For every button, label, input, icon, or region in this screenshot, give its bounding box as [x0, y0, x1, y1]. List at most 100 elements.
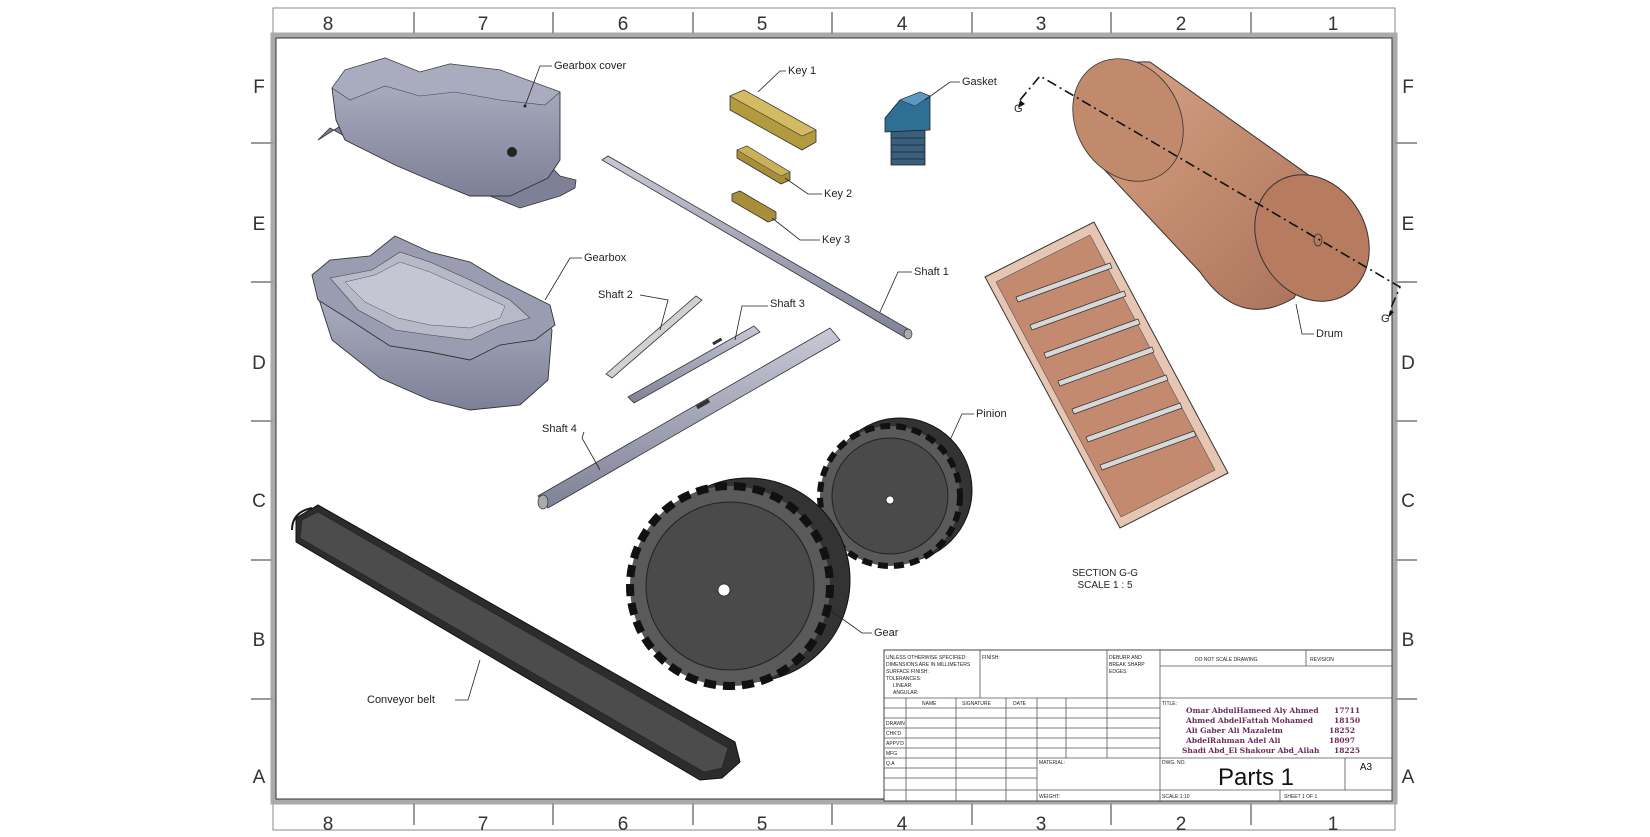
row-label-checked: CHK'D — [886, 731, 902, 737]
zone-row-right-a: A — [1402, 767, 1415, 788]
zone-col-bottom-1: 1 — [1328, 814, 1339, 835]
leader-drum — [1295, 303, 1314, 335]
shaft-1 — [601, 155, 913, 340]
zone-col-bottom-5: 5 — [757, 814, 768, 835]
tolerance-line-2: DIMENSIONS ARE IN MILLIMETERS — [886, 662, 971, 668]
leader-shaft-3 — [734, 305, 768, 341]
row-label-drawn: DRAWN — [886, 721, 905, 727]
zone-col-top-6: 6 — [618, 14, 629, 35]
row-label-qa: Q.A — [886, 761, 895, 767]
tolerance-line-4: TOLERANCES: — [886, 676, 921, 682]
col-header-date: DATE — [1013, 701, 1027, 707]
key-1 — [729, 89, 817, 151]
callout-gasket: Gasket — [962, 76, 997, 88]
zone-col-top-2: 2 — [1176, 14, 1187, 35]
zone-row-left-e: E — [253, 214, 266, 235]
zone-row-left-c: C — [252, 491, 266, 512]
leader-gasket — [924, 81, 960, 101]
callout-key-1: Key 1 — [788, 65, 816, 77]
section-g-g-view — [984, 221, 1229, 529]
gasket — [884, 91, 931, 166]
pinion-gear — [817, 417, 973, 569]
author-name-1: Omar AbdulHameed Aly Ahmed — [1186, 706, 1319, 715]
callout-shaft-4: Shaft 4 — [542, 423, 577, 435]
tolerance-line-6: ANGULAR: — [893, 690, 919, 696]
sheet-label: SHEET 1 OF 1 — [1284, 794, 1317, 800]
zone-row-left-d: D — [252, 353, 266, 374]
sheet-size: A3 — [1360, 762, 1373, 773]
author-list: Omar AbdulHameed Aly Ahmed 17711 Ahmed A… — [1182, 706, 1360, 755]
drawing-title: Parts 1 — [1218, 764, 1294, 791]
author-id-2: 18150 — [1334, 716, 1360, 725]
shaft-2 — [605, 295, 703, 379]
finish-label: FINISH: — [982, 655, 1000, 661]
zone-col-top-1: 1 — [1328, 14, 1339, 35]
scale-label: SCALE:1:10 — [1162, 794, 1190, 800]
zone-col-top-8: 8 — [323, 14, 334, 35]
col-header-name: NAME — [922, 701, 937, 707]
leader-shaft-1 — [879, 271, 912, 313]
leader-pinion — [949, 413, 974, 441]
author-id-1: 17711 — [1334, 706, 1360, 715]
callout-drum: Drum — [1316, 328, 1343, 340]
leader-key-2 — [784, 177, 822, 195]
deburr-line-2: BREAK SHARP — [1109, 662, 1145, 668]
zone-ticks — [251, 12, 1417, 825]
author-id-4: 18097 — [1329, 736, 1355, 745]
sheet-frame — [270, 7, 1398, 831]
zone-labels: 8 7 6 5 4 3 2 1 8 7 6 5 4 3 2 1 F E D C … — [252, 14, 1415, 835]
leader-gear — [829, 609, 872, 634]
author-name-5: Shadi Abd_El Shakour Abd_Allah — [1182, 746, 1320, 755]
zone-row-right-b: B — [1402, 630, 1415, 651]
tolerance-line-5: LINEAR: — [893, 683, 912, 689]
row-label-mfg: MFG — [886, 751, 897, 757]
zone-col-bottom-2: 2 — [1176, 814, 1187, 835]
callout-key-2: Key 2 — [824, 188, 852, 200]
key-2 — [736, 145, 791, 185]
zone-col-top-7: 7 — [478, 14, 489, 35]
zone-col-bottom-4: 4 — [897, 814, 908, 835]
zone-row-left-f: F — [253, 77, 265, 98]
deburr-line-1: DEBURR AND — [1109, 655, 1142, 661]
row-label-approved: APPV'D — [886, 741, 904, 747]
leader-gearbox-cover — [524, 65, 552, 107]
shaft-4 — [537, 327, 841, 510]
author-id-5: 18225 — [1334, 746, 1360, 755]
callout-key-3: Key 3 — [822, 234, 850, 246]
shaft-3 — [627, 325, 761, 404]
section-scale: SCALE 1 : 5 — [1077, 580, 1132, 591]
zone-col-bottom-3: 3 — [1036, 814, 1047, 835]
callout-gearbox-cover: Gearbox cover — [554, 60, 626, 72]
author-id-3: 18252 — [1329, 726, 1355, 735]
leader-shaft-4 — [581, 431, 601, 471]
zone-row-left-a: A — [253, 767, 266, 788]
zone-row-right-c: C — [1401, 491, 1415, 512]
zone-col-bottom-8: 8 — [323, 814, 334, 835]
leader-key-3 — [771, 217, 820, 241]
col-header-signature: SIGNATURE — [962, 701, 991, 707]
author-name-4: AbdelRahman Adel Ali — [1185, 736, 1280, 745]
zone-col-bottom-6: 6 — [618, 814, 629, 835]
leader-gearbox — [544, 257, 582, 301]
zone-col-top-3: 3 — [1036, 14, 1047, 35]
key-3 — [731, 190, 777, 223]
tolerance-line-1: UNLESS OTHERWISE SPECIFIED: — [886, 655, 967, 661]
drum — [1072, 58, 1370, 310]
gearbox — [311, 235, 556, 411]
section-cut-label-top: G — [1014, 103, 1023, 115]
callout-gearbox: Gearbox — [584, 252, 627, 264]
dwg-no-label: DWG. NO. — [1162, 760, 1186, 766]
leader-conveyor-belt — [455, 659, 481, 701]
zone-col-top-4: 4 — [897, 14, 908, 35]
zone-row-right-e: E — [1402, 214, 1415, 235]
author-name-3: Ali Gaber Ali Mazaleim — [1185, 726, 1283, 735]
leader-shaft-2 — [639, 294, 669, 331]
callout-gear: Gear — [874, 627, 899, 639]
material-label: MATERIAL: — [1039, 760, 1065, 766]
callout-shaft-3: Shaft 3 — [770, 298, 805, 310]
tolerance-line-3: SURFACE FINISH: — [886, 669, 929, 675]
callout-shaft-1: Shaft 1 — [914, 266, 949, 278]
section-cutting-line — [1018, 74, 1402, 318]
callout-pinion: Pinion — [976, 408, 1007, 420]
